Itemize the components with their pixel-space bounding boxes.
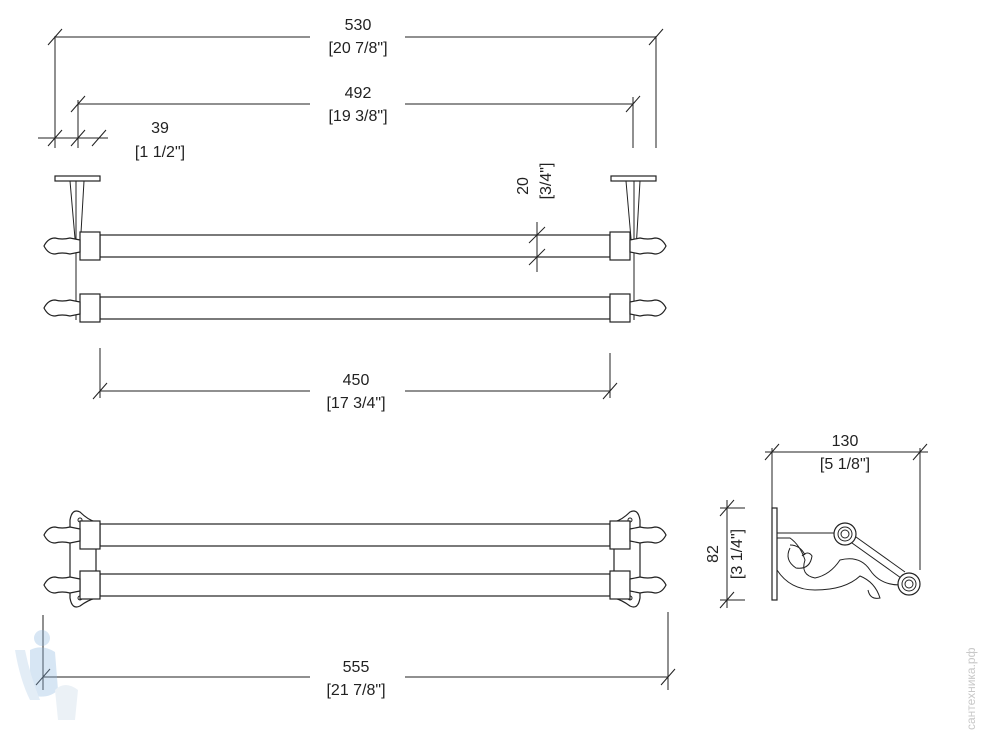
dim-overall-width: 530 [20 7/8"] — [47, 17, 664, 148]
dim-mm: 450 — [343, 372, 370, 389]
dim-mm: 555 — [343, 659, 370, 676]
dim-total-length: 555 [21 7/8"] — [35, 612, 676, 699]
top-view: 530 [20 7/8"] 492 [19 3/8"] 39 [1 1/2"] — [38, 17, 667, 412]
dim-mm: 492 — [345, 85, 372, 102]
dim-inch: [3 1/4"] — [729, 529, 746, 579]
front-rail-upper — [43, 520, 667, 550]
dim-mm: 130 — [832, 433, 859, 450]
dim-mm: 39 — [151, 120, 169, 137]
front-view: 555 [21 7/8"] — [35, 510, 676, 699]
dim-rail-diameter: 20 [3/4"] — [515, 163, 555, 272]
rail-upper — [43, 231, 667, 261]
dim-rail-length: 450 [17 3/4"] — [92, 348, 618, 412]
dim-inch: [3/4"] — [538, 163, 555, 200]
dim-bracket-height: 82 [3 1/4"] — [705, 499, 746, 609]
dim-bracket-offset: 39 [1 1/2"] — [38, 120, 185, 161]
dim-inch: [21 7/8"] — [326, 682, 385, 699]
dim-projection: 130 [5 1/8"] — [764, 433, 928, 570]
dim-bracket-centers: 492 [19 3/8"] — [70, 85, 641, 148]
dim-inch: [1 1/2"] — [135, 144, 185, 161]
dim-inch: [20 7/8"] — [328, 40, 387, 57]
dim-inch: [5 1/8"] — [820, 456, 870, 473]
dim-mm: 530 — [345, 17, 372, 34]
dim-inch: [17 3/4"] — [326, 395, 385, 412]
rail-lower — [43, 293, 667, 323]
plumber-logo — [15, 630, 78, 720]
watermark: сантехника.рф — [964, 647, 978, 730]
dim-inch: [19 3/8"] — [328, 108, 387, 125]
front-rail-lower — [43, 570, 667, 600]
dim-mm: 20 — [515, 177, 532, 195]
dim-mm: 82 — [705, 545, 722, 563]
side-view: 82 [3 1/4"] 130 [5 1/8"] — [705, 433, 928, 609]
